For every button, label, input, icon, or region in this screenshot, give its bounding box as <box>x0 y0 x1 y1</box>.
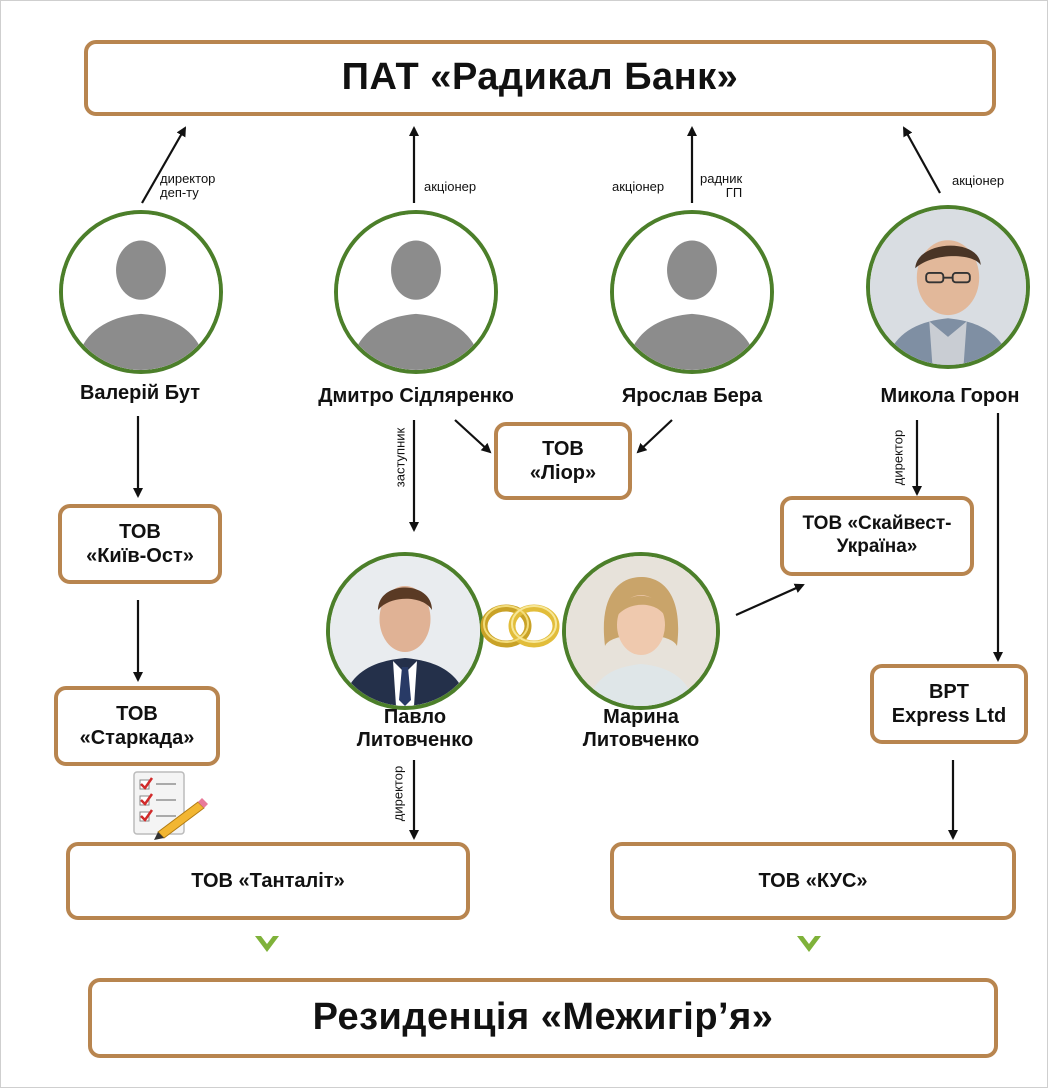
person-photo-horon <box>870 209 1026 365</box>
label-pavlo-director: директор <box>390 765 406 822</box>
chevron-down-icon <box>797 936 821 952</box>
wedding-rings-icon <box>480 604 560 648</box>
chevron-down-icon <box>255 936 279 952</box>
arrow-bera-lior <box>636 419 673 454</box>
arrow-maryna-skyvest <box>735 583 805 617</box>
checklist-pencil-icon <box>133 771 208 840</box>
person-silhouette-icon <box>614 214 770 370</box>
person-silhouette-icon <box>338 214 494 370</box>
label-bera-bank-shareholder: акціонер <box>612 179 665 194</box>
person-silhouette-icon <box>63 214 219 370</box>
arrow-horon-bank <box>903 126 941 194</box>
bank-box: ПАТ «Радикал Банк» <box>84 40 996 116</box>
label-horon-bank: акціонер <box>952 173 1005 188</box>
avatar-but <box>59 210 223 374</box>
person-photo-maryna <box>566 556 716 706</box>
label-horon-director: директор <box>890 429 906 486</box>
company-bpt-express: BPT Express Ltd <box>870 664 1028 744</box>
name-sidlyarenko: Дмитро Сідляренко <box>318 385 514 407</box>
company-skyvest: ТОВ «Скайвест- Україна» <box>780 496 974 576</box>
label-sidlyarenko-bank: акціонер <box>424 179 477 194</box>
label-deputy: заступник <box>392 427 408 488</box>
residence-box: Резиденція «Межигір’я» <box>88 978 998 1058</box>
company-lior: ТОВ «Ліор» <box>494 422 632 500</box>
avatar-bera <box>610 210 774 374</box>
person-photo-pavlo <box>330 556 480 706</box>
avatar-pavlo <box>326 552 484 710</box>
company-kyiv-ost: ТОВ «Київ-Ост» <box>58 504 222 584</box>
label-bera-bank-advisor: радник ГП <box>700 171 743 201</box>
name-pavlo: Павло Литовченко <box>356 706 474 751</box>
avatar-sidlyarenko <box>334 210 498 374</box>
avatar-maryna <box>562 552 720 710</box>
name-horon: Микола Горон <box>880 385 1020 407</box>
arrow-but-bank <box>141 126 186 204</box>
avatar-horon <box>866 205 1030 369</box>
company-tantalit: ТОВ «Танталіт» <box>66 842 470 920</box>
label-but-bank: директор деп-ту <box>160 171 216 201</box>
name-but: Валерій Бут <box>79 382 201 404</box>
name-bera: Ярослав Бера <box>621 385 763 407</box>
company-starkada: ТОВ «Старкада» <box>54 686 220 766</box>
name-maryna: Марина Литовченко <box>582 706 700 751</box>
company-kus: ТОВ «КУС» <box>610 842 1016 920</box>
arrow-sidlyarenko-lior <box>454 419 492 454</box>
